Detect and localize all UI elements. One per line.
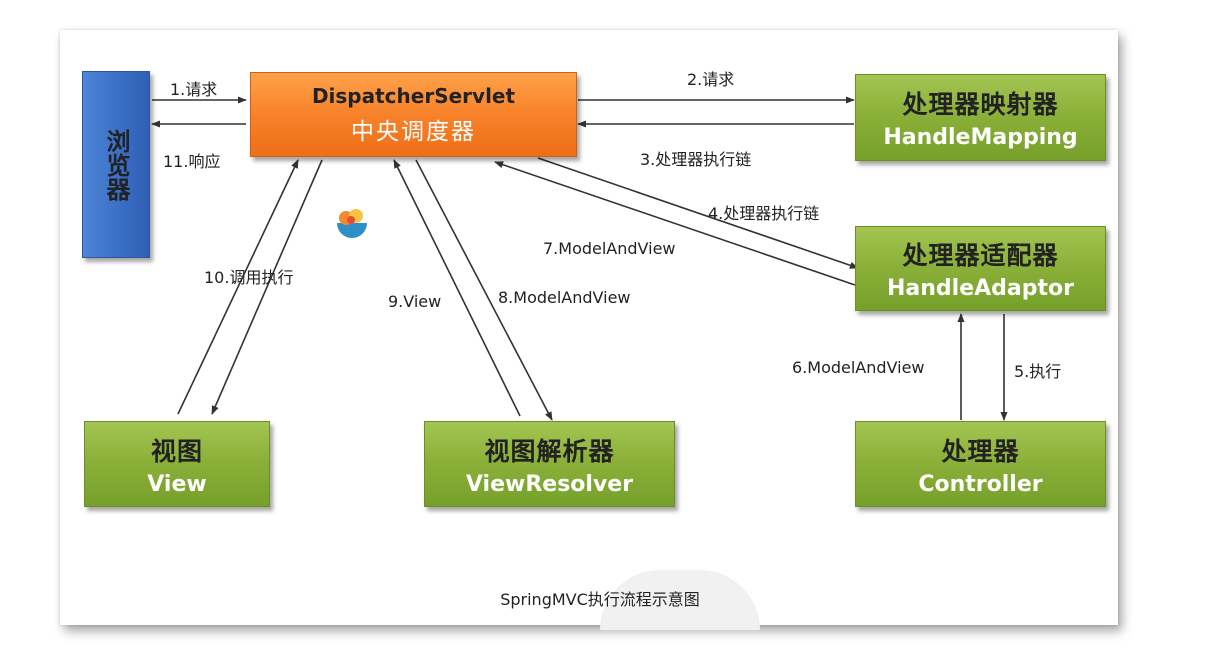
arrow-9-view bbox=[393, 159, 521, 417]
handler-adaptor-title: 处理器适配器 bbox=[902, 241, 1059, 270]
handler-mapping-box: 处理器映射器 HandleMapping bbox=[855, 74, 1106, 161]
dispatcher-subtitle: 中央调度器 bbox=[351, 118, 476, 145]
arrow-4-chain bbox=[537, 157, 859, 269]
handler-adaptor-subtitle: HandleAdaptor bbox=[887, 276, 1074, 301]
view-title: 视图 bbox=[150, 436, 203, 466]
view-subtitle: View bbox=[147, 471, 207, 497]
handler-mapping-title: 处理器映射器 bbox=[902, 90, 1059, 119]
arrow-10-down bbox=[211, 159, 323, 415]
controller-subtitle: Controller bbox=[918, 471, 1043, 497]
label-10-call: 10.调用执行 bbox=[204, 268, 294, 287]
arrow-7-modelandview bbox=[494, 161, 856, 286]
view-resolver-subtitle: ViewResolver bbox=[465, 471, 634, 497]
view-resolver-box: 视图解析器 ViewResolver bbox=[424, 421, 675, 507]
arrow-8-modelandview bbox=[415, 159, 553, 421]
label-3-chain: 3.处理器执行链 bbox=[640, 150, 752, 169]
handler-adaptor-box: 处理器适配器 HandleAdaptor bbox=[855, 226, 1106, 311]
controller-title: 处理器 bbox=[941, 436, 1020, 466]
view-box: 视图 View bbox=[84, 421, 270, 507]
label-7-modelandview: 7.ModelAndView bbox=[543, 239, 676, 258]
view-resolver-title: 视图解析器 bbox=[484, 436, 615, 466]
browser-box: 浏览器 bbox=[82, 71, 150, 258]
diagram-caption: SpringMVC执行流程示意图 bbox=[500, 590, 700, 609]
label-2-request: 2.请求 bbox=[687, 70, 735, 89]
label-11-response: 11.响应 bbox=[163, 152, 221, 171]
controller-box: 处理器 Controller bbox=[855, 421, 1106, 507]
label-5-execute: 5.执行 bbox=[1014, 362, 1062, 381]
dispatcher-servlet-box: DispatcherServlet 中央调度器 bbox=[250, 72, 577, 157]
dispatcher-title: DispatcherServlet bbox=[311, 83, 516, 108]
watermark-shape bbox=[600, 570, 760, 630]
label-9-view: 9.View bbox=[388, 292, 442, 311]
label-4-chain: 4.处理器执行链 bbox=[708, 204, 820, 223]
label-1-request: 1.请求 bbox=[170, 80, 218, 99]
logo-icon bbox=[337, 209, 367, 238]
browser-label: 浏览器 bbox=[102, 128, 130, 201]
label-8-modelandview: 8.ModelAndView bbox=[498, 288, 631, 307]
label-6-modelandview: 6.ModelAndView bbox=[792, 358, 925, 377]
handler-mapping-subtitle: HandleMapping bbox=[883, 125, 1078, 150]
arrow-10-up bbox=[177, 159, 299, 415]
